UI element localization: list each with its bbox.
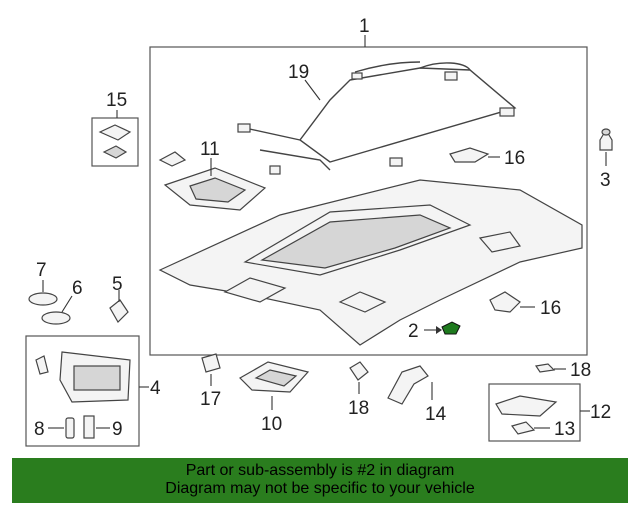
assembly-1-box xyxy=(149,46,588,356)
banner-line-2: Diagram may not be specific to your vehi… xyxy=(165,480,475,497)
clip-16-lower xyxy=(489,291,521,313)
bracket-15 xyxy=(98,124,132,159)
wire-harness-19 xyxy=(237,61,517,175)
dome-lamp-11 xyxy=(158,151,267,211)
callout-1[interactable]: 1 xyxy=(359,16,370,37)
callout-10[interactable]: 10 xyxy=(261,414,282,435)
callout-5[interactable]: 5 xyxy=(112,274,123,295)
callout-11[interactable]: 11 xyxy=(200,139,220,160)
banner-line-1: Part or sub-assembly is #2 in diagram xyxy=(185,462,455,479)
callout-9[interactable]: 9 xyxy=(112,419,123,440)
grab-handle-14 xyxy=(387,365,429,405)
retainer-5 xyxy=(109,299,129,323)
assembly-12-box xyxy=(488,383,581,442)
lamp-12 xyxy=(495,395,558,417)
callout-3[interactable]: 3 xyxy=(600,170,611,191)
assembly-15-box xyxy=(91,117,139,167)
clip-3 xyxy=(599,128,613,151)
callout-2[interactable]: 2 xyxy=(408,321,419,342)
cover-9 xyxy=(83,415,95,439)
callout-16-lower[interactable]: 16 xyxy=(540,298,561,319)
callout-14[interactable]: 14 xyxy=(425,404,447,425)
callout-17[interactable]: 17 xyxy=(200,389,221,410)
cap-7 xyxy=(28,292,58,306)
callout-13[interactable]: 13 xyxy=(554,419,575,440)
callout-4[interactable]: 4 xyxy=(150,378,161,399)
callout-16-upper[interactable]: 16 xyxy=(504,148,525,169)
callout-18-right[interactable]: 18 xyxy=(570,360,591,381)
callout-8[interactable]: 8 xyxy=(34,419,45,440)
cover-17 xyxy=(201,353,221,373)
callout-12[interactable]: 12 xyxy=(590,402,611,423)
part-2-highlighted[interactable] xyxy=(441,321,461,335)
cover-18-right xyxy=(534,363,556,373)
cover-6 xyxy=(41,311,71,325)
callout-7[interactable]: 7 xyxy=(36,260,47,281)
assembly-4-box xyxy=(25,335,140,447)
clip-16-upper xyxy=(449,147,490,163)
info-banner: Part or sub-assembly is #2 in diagram Di… xyxy=(12,458,628,503)
callout-6[interactable]: 6 xyxy=(72,278,83,299)
callout-15[interactable]: 15 xyxy=(106,90,127,111)
callout-19[interactable]: 19 xyxy=(288,62,309,83)
console-10 xyxy=(239,361,310,393)
cover-18-small xyxy=(349,361,369,381)
sunvisor-4 xyxy=(35,351,131,403)
callout-18-lower[interactable]: 18 xyxy=(348,398,369,419)
cover-8 xyxy=(65,417,75,439)
headliner-1 xyxy=(158,179,583,346)
lens-13 xyxy=(510,421,536,435)
